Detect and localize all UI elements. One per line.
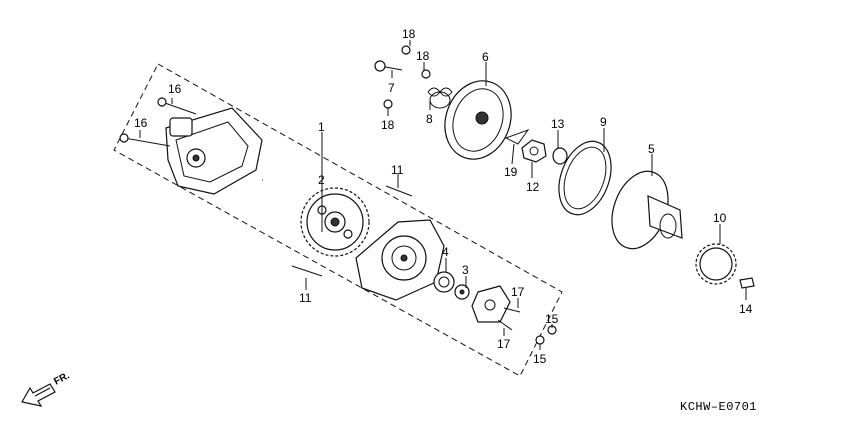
callout-17-upper: 17	[511, 285, 525, 299]
callout-10: 10	[713, 211, 727, 225]
key-14	[739, 277, 755, 289]
bolt-11-upper	[385, 185, 413, 197]
nut-12	[521, 139, 547, 163]
callout-16-lower: 16	[134, 116, 148, 130]
inner-rotor	[454, 284, 470, 300]
callout-15-upper: 15	[545, 312, 559, 326]
washer-13	[552, 147, 568, 165]
assembly-boundary	[113, 63, 563, 377]
callout-17-lower: 17	[497, 337, 511, 351]
direction-label: FR.	[52, 370, 72, 387]
callout-11-upper: 11	[391, 163, 404, 177]
callout-12: 12	[526, 180, 540, 194]
front-direction-arrow: FR.	[21, 370, 72, 407]
callout-9: 9	[600, 115, 607, 129]
callout-5: 5	[648, 142, 655, 156]
callout-2: 2	[318, 173, 325, 187]
callout-11-lower: 11	[299, 291, 312, 305]
screw-18-middle	[421, 69, 431, 79]
gasket-9	[558, 140, 612, 216]
diagram-code: KCHW–E0701	[680, 400, 757, 414]
driven-gear	[300, 187, 370, 257]
callout-6: 6	[482, 50, 489, 64]
screw-18-bottom	[383, 99, 393, 109]
bolt-16-lower	[119, 133, 171, 147]
callout-13: 13	[551, 117, 565, 131]
pump-plate	[471, 285, 521, 331]
drive-gear-10	[695, 243, 737, 285]
callout-18-middle: 18	[416, 49, 430, 63]
callout-16-upper: 16	[168, 82, 182, 96]
screw-18-top	[401, 45, 411, 55]
outer-rotor	[433, 271, 455, 293]
callout-leaders	[139, 40, 747, 350]
oil-separator-rotor	[444, 80, 512, 160]
callout-14: 14	[739, 302, 753, 316]
housing-5	[611, 170, 683, 250]
bolt-7	[374, 60, 403, 72]
bolt-11-lower	[291, 265, 323, 277]
clip-19	[504, 128, 530, 145]
callout-1: 1	[318, 120, 325, 134]
callout-3: 3	[462, 263, 469, 277]
callout-18-bottom: 18	[381, 118, 395, 132]
washer-15-lower	[535, 335, 545, 345]
callout-18-top: 18	[402, 27, 416, 41]
bolt-16-upper	[157, 97, 197, 115]
callout-19: 19	[504, 165, 518, 179]
pump-body	[355, 219, 445, 301]
spring-8	[427, 87, 453, 109]
callout-labels: 1 2 3 4 5 6 7 8 9 10 11 11 12 13 14 15 1…	[134, 27, 753, 366]
callout-7: 7	[388, 81, 395, 95]
pump-cover	[165, 107, 263, 195]
callout-15-lower: 15	[533, 352, 547, 366]
callout-4: 4	[442, 245, 449, 259]
callout-8: 8	[426, 112, 433, 126]
